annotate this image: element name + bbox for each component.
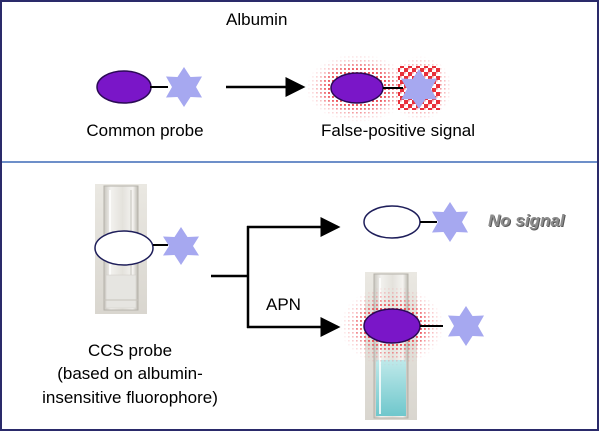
apn-fluorophore-star-icon — [448, 306, 484, 346]
branch-arrows — [211, 217, 341, 337]
no-signal-label: No signal — [488, 211, 565, 230]
ccs-probe-label-line3: insensitive fluorophore) — [42, 388, 218, 407]
ccs-probe-label-line1: CCS probe — [87, 341, 173, 360]
apn-glowing-probe-icon — [340, 286, 484, 366]
no-signal-star-icon — [432, 202, 468, 242]
albumin-title: Albumin — [226, 10, 288, 29]
no-signal-probe-icon — [363, 202, 468, 242]
ccs-probe-label-line2: (based on albumin- — [57, 364, 203, 383]
false-positive-label: False-positive signal — [321, 121, 476, 140]
ccs-probe-icon — [94, 227, 199, 266]
ccs-fluorophore-star-icon — [163, 227, 199, 265]
common-probe-label: Common probe — [86, 121, 204, 140]
glowing-fluorophore-star-icon — [401, 69, 437, 109]
fluorophore-star-icon — [166, 67, 202, 107]
common-probe-icon — [96, 67, 202, 107]
false-positive-probe-icon — [306, 54, 452, 122]
apn-label: APN — [266, 295, 301, 314]
